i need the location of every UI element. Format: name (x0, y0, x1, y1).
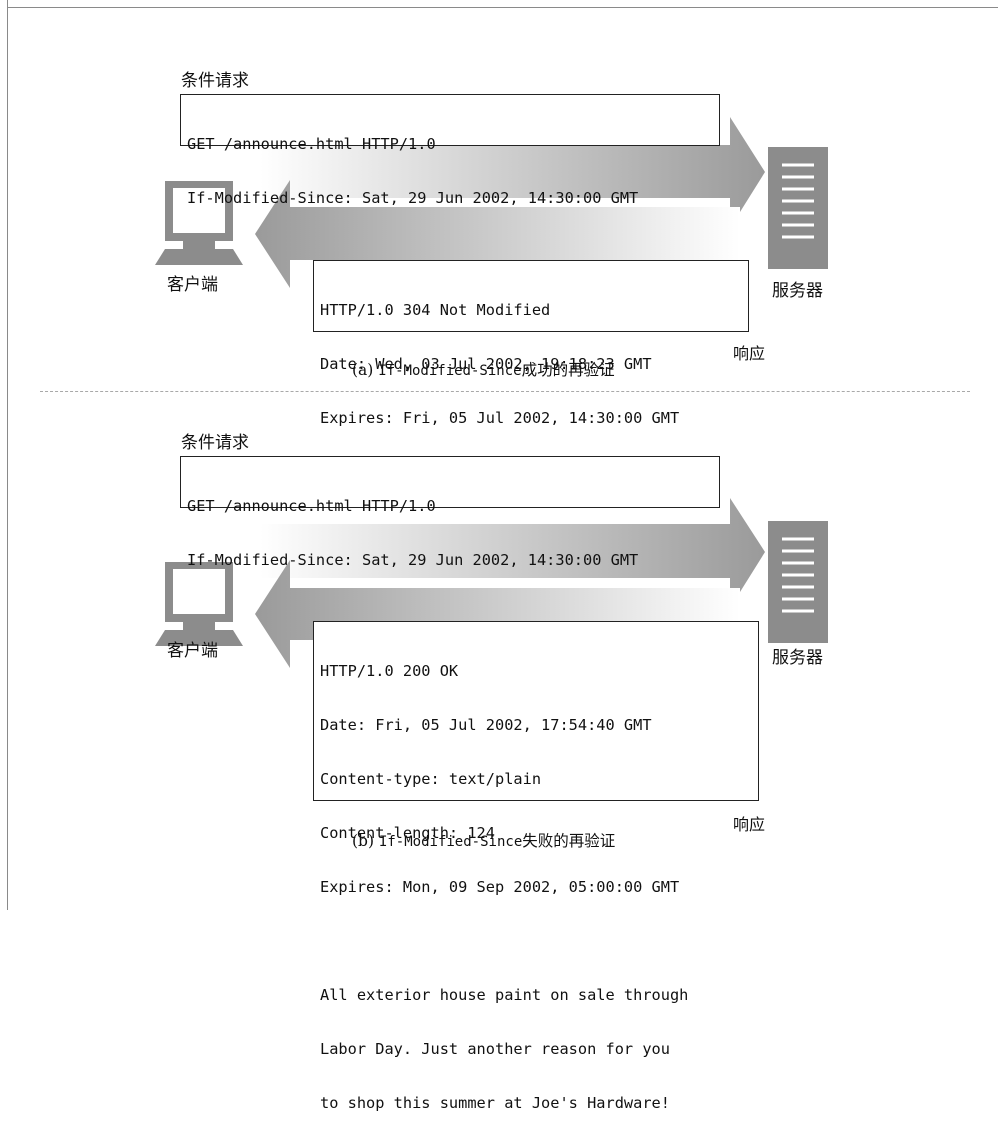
server-tower-icon (768, 521, 828, 643)
figure-frame-left (7, 0, 8, 910)
response-label: 响应 (733, 815, 766, 834)
figure-canvas: 条件请求 GET /announce.html HTTP/1.0 If-Modi… (7, 0, 998, 1112)
request-line: GET /announce.html HTTP/1.0 (187, 135, 436, 153)
response-line: Expires: Fri, 05 Jul 2002, 14:30:00 GMT (320, 409, 680, 427)
caption-prefix: (b) (352, 832, 379, 850)
client-label: 客户端 (167, 641, 218, 661)
response-line: Date: Fri, 05 Jul 2002, 17:54:40 GMT (320, 716, 652, 734)
response-line: Labor Day. Just another reason for you (320, 1040, 670, 1058)
request-message-box: GET /announce.html HTTP/1.0 If-Modified-… (180, 94, 720, 207)
computer-monitor-icon (155, 181, 243, 265)
server-label: 服务器 (772, 281, 823, 301)
client-label: 客户端 (167, 275, 218, 295)
response-message-box: HTTP/1.0 304 Not Modified Date: Wed, 03 … (313, 260, 749, 427)
request-line: If-Modified-Since: Sat, 29 Jun 2002, 14:… (187, 189, 639, 207)
request-arrow-b (260, 498, 765, 608)
figure-frame-top (7, 7, 998, 8)
computer-monitor-icon (155, 562, 243, 646)
request-line: If-Modified-Since: Sat, 29 Jun 2002, 14:… (187, 551, 639, 569)
response-line: to shop this summer at Joe's Hardware! (320, 1094, 670, 1112)
response-line: Expires: Mon, 09 Sep 2002, 05:00:00 GMT (320, 878, 680, 896)
caption-code: If-Modified-Since (378, 363, 522, 379)
figure-caption-b: (b) If-Modified-Since失败的再验证 (352, 829, 615, 851)
response-line: Content-length: 124 (320, 824, 495, 842)
request-label: 条件请求 (181, 71, 249, 91)
caption-suffix: 成功的再验证 (521, 361, 615, 379)
response-line: Content-type: text/plain (320, 770, 542, 788)
caption-prefix: (a) (352, 361, 379, 379)
response-message-box: HTTP/1.0 200 OK Date: Fri, 05 Jul 2002, … (313, 621, 759, 1112)
caption-code: If-Modified-Since (378, 834, 523, 850)
response-label: 响应 (733, 344, 766, 363)
request-message-box: GET /announce.html HTTP/1.0 If-Modified-… (180, 456, 720, 569)
panel-divider (40, 391, 970, 392)
response-line: HTTP/1.0 304 Not Modified (320, 301, 551, 319)
figure-caption-a: (a) If-Modified-Since成功的再验证 (352, 358, 615, 380)
server-label: 服务器 (772, 648, 823, 668)
response-arrow-b (255, 560, 740, 668)
request-line: GET /announce.html HTTP/1.0 (187, 497, 436, 515)
response-line: HTTP/1.0 200 OK (320, 662, 459, 680)
response-arrow-a (255, 180, 740, 288)
response-line: Date: Wed, 03 Jul 2002, 19:18:23 GMT (320, 355, 652, 373)
response-line (320, 932, 752, 950)
caption-suffix: 失败的再验证 (522, 832, 616, 850)
request-label: 条件请求 (181, 433, 249, 453)
arrows-layer (255, 117, 765, 668)
server-tower-icon (768, 147, 828, 269)
response-line: All exterior house paint on sale through (320, 986, 689, 1004)
request-arrow-a (260, 117, 765, 228)
